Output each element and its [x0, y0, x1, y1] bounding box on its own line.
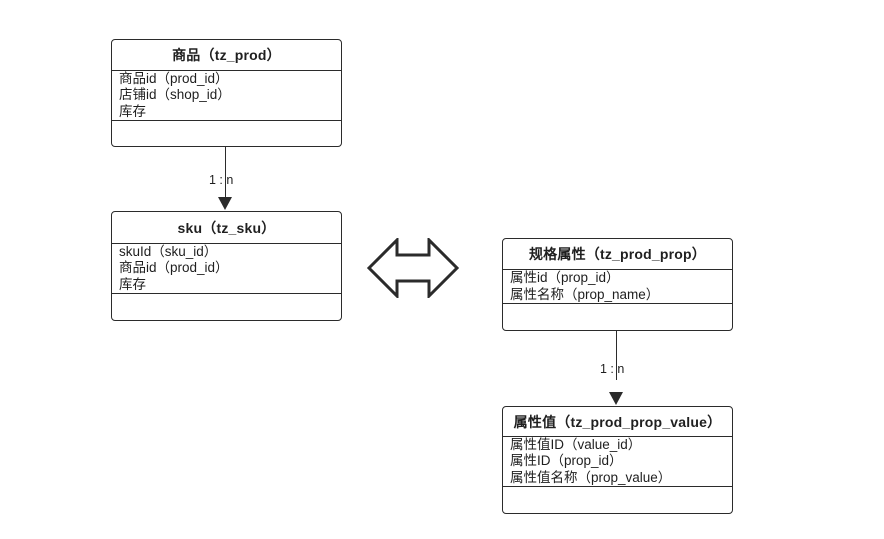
entity-title-tz-sku: sku（tz_sku） — [112, 212, 341, 244]
entity-field: 商品id（prod_id） — [119, 260, 229, 276]
relation-label: 1 : n — [209, 173, 234, 187]
entity-field: 属性名称（prop_name） — [510, 286, 660, 302]
entity-field: 属性值ID（value_id） — [510, 437, 642, 453]
double-headed-arrow-icon — [366, 236, 460, 300]
entity-tz-prod-prop-value[interactable]: 属性值（tz_prod_prop_value） 属性值ID（value_id） … — [502, 406, 733, 514]
entity-field: 商品id（prod_id） — [119, 71, 229, 87]
entity-field: 库存 — [119, 103, 146, 119]
entity-title-tz-prod: 商品（tz_prod） — [112, 40, 341, 71]
entity-field: 属性id（prop_id） — [510, 270, 620, 286]
entity-field: 店铺id（shop_id） — [119, 87, 231, 103]
entity-fields-tz-prod-prop: 属性id（prop_id） 属性名称（prop_name） — [503, 270, 732, 304]
connector-line — [616, 331, 617, 380]
entity-footer-tz-prod-prop-value — [503, 487, 732, 513]
arrowhead-icon — [218, 197, 232, 210]
entity-fields-tz-sku: skuId（sku_id） 商品id（prod_id） 库存 — [112, 244, 341, 294]
connector-line — [225, 147, 226, 198]
entity-tz-prod-prop[interactable]: 规格属性（tz_prod_prop） 属性id（prop_id） 属性名称（pr… — [502, 238, 733, 331]
arrowhead-icon — [609, 392, 623, 405]
entity-tz-prod[interactable]: 商品（tz_prod） 商品id（prod_id） 店铺id（shop_id） … — [111, 39, 342, 147]
entity-fields-tz-prod: 商品id（prod_id） 店铺id（shop_id） 库存 — [112, 71, 341, 121]
entity-field: 库存 — [119, 276, 146, 292]
entity-field: 属性ID（prop_id） — [510, 453, 623, 469]
entity-fields-tz-prod-prop-value: 属性值ID（value_id） 属性ID（prop_id） 属性值名称（prop… — [503, 437, 732, 487]
entity-tz-sku[interactable]: sku（tz_sku） skuId（sku_id） 商品id（prod_id） … — [111, 211, 342, 321]
double-headed-arrow-svg — [366, 236, 460, 300]
relation-label: 1 : n — [600, 362, 625, 376]
entity-field: 属性值名称（prop_value） — [510, 469, 672, 485]
entity-title-tz-prod-prop-value: 属性值（tz_prod_prop_value） — [503, 407, 732, 437]
entity-title-tz-prod-prop: 规格属性（tz_prod_prop） — [503, 239, 732, 270]
entity-field: skuId（sku_id） — [119, 244, 218, 260]
